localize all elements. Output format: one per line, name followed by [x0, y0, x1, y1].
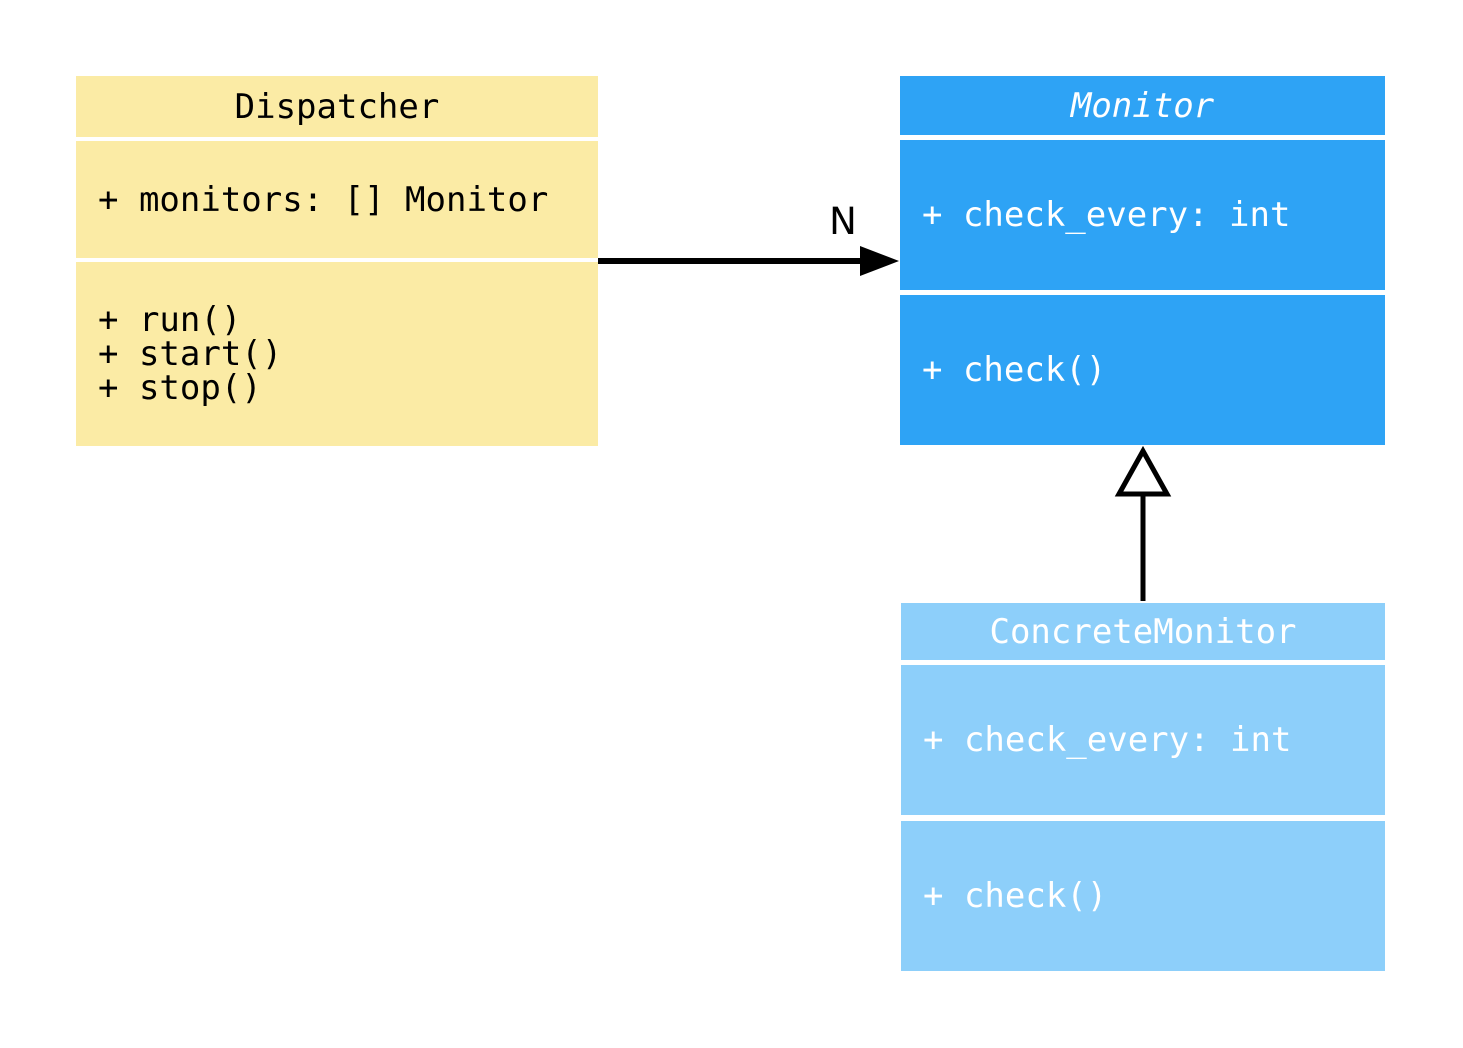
attribute-monitors: + monitors: [] Monitor — [98, 179, 549, 220]
attribute-check-every: + check_every: int — [923, 720, 1292, 760]
method-start: + start() — [98, 334, 283, 374]
method-stop: + stop() — [98, 368, 262, 408]
method-check: + check() — [922, 350, 1107, 390]
generalization-triangle-icon — [1114, 445, 1172, 497]
class-dispatcher-name: Dispatcher — [76, 76, 598, 137]
class-dispatcher-methods: + run() + start() + stop() — [76, 262, 598, 446]
class-concrete-monitor-name: ConcreteMonitor — [901, 603, 1385, 660]
generalization-concretemonitor-monitor — [1114, 445, 1172, 601]
association-multiplicity-label: N — [829, 200, 857, 243]
class-concrete-monitor-attributes: + check_every: int — [901, 665, 1385, 815]
class-monitor-attributes: + check_every: int — [900, 140, 1385, 290]
association-dispatcher-monitor — [598, 246, 899, 276]
class-dispatcher-attributes: + monitors: [] Monitor — [76, 141, 598, 258]
class-concrete-monitor: ConcreteMonitor + check_every: int + che… — [901, 603, 1385, 971]
class-monitor-methods: + check() — [900, 295, 1385, 445]
class-monitor-name: Monitor — [900, 76, 1385, 135]
class-dispatcher: Dispatcher + monitors: [] Monitor + run(… — [76, 76, 598, 446]
method-check: + check() — [923, 876, 1108, 916]
attribute-check-every: + check_every: int — [922, 195, 1291, 235]
association-arrowhead-icon — [860, 246, 899, 276]
class-monitor: Monitor + check_every: int + check() — [900, 76, 1385, 445]
method-run: + run() — [98, 300, 242, 340]
class-concrete-monitor-methods: + check() — [901, 821, 1385, 971]
